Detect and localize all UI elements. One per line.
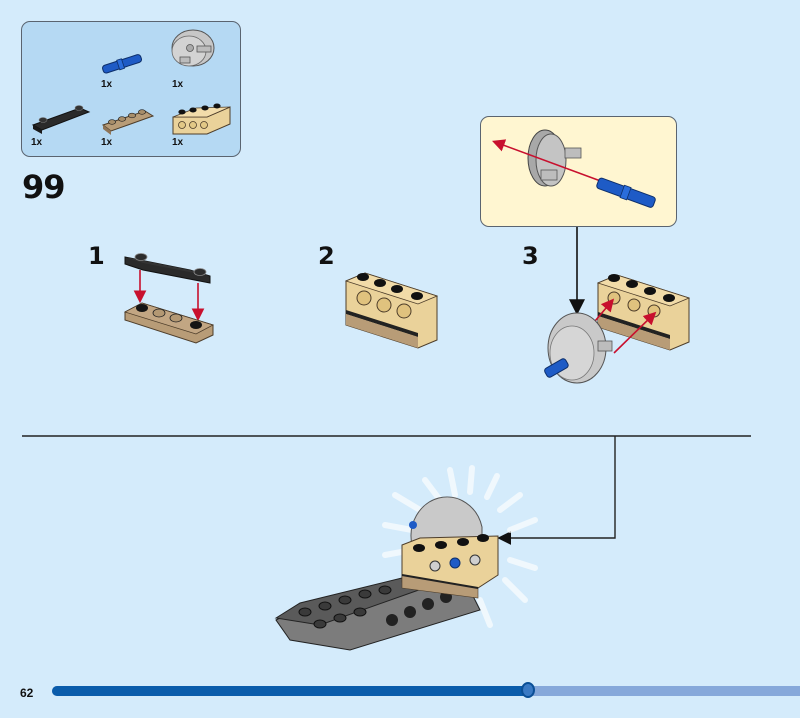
progress-fill <box>52 686 528 696</box>
highlight-burst <box>382 465 538 628</box>
part-qty: 1x <box>172 137 184 148</box>
part-qty: 1x <box>31 137 43 148</box>
part-black-plate <box>31 105 91 134</box>
substep-label-3: 3 <box>522 242 539 270</box>
progress-knob[interactable] <box>520 682 535 698</box>
part-qty: 1x <box>101 79 113 90</box>
final-model-illustration <box>274 465 538 651</box>
result-connector-arrow <box>497 436 616 545</box>
part-qty: 1x <box>101 137 113 148</box>
part-gray-wheel-hub <box>171 29 215 67</box>
part-tan-technic-brick <box>172 103 231 135</box>
substep-2-illustration <box>344 272 439 349</box>
part-blue-pin <box>102 54 142 74</box>
substep-3-illustration <box>544 274 691 384</box>
step-number: 99 <box>22 168 66 206</box>
part-qty: 1x <box>172 79 184 90</box>
substep-label-1: 1 <box>88 242 105 270</box>
substep-label-2: 2 <box>318 242 335 270</box>
page-number: 62 <box>20 686 34 700</box>
substep-1-illustration <box>123 253 215 344</box>
part-dark-tan-plate <box>101 109 155 135</box>
sub-assembly-callout <box>480 116 677 227</box>
